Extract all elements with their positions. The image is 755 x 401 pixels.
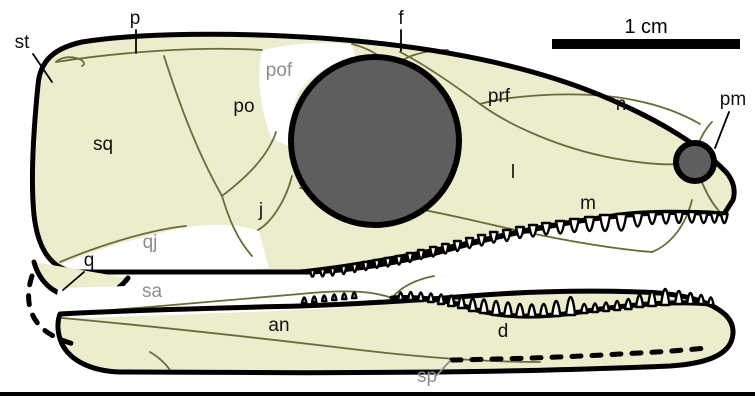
label-q: q bbox=[84, 250, 95, 271]
leader-sp bbox=[436, 360, 451, 376]
cranial-sutures bbox=[55, 43, 721, 263]
suture-supratemporal bbox=[55, 56, 85, 67]
label-sp: sp bbox=[417, 366, 437, 387]
label-prf: prf bbox=[488, 86, 511, 107]
label-qj: qj bbox=[143, 232, 158, 253]
suture-sp bbox=[149, 351, 171, 371]
scale-bar: 1 cm bbox=[552, 16, 740, 49]
suture-j-anterior bbox=[257, 175, 293, 231]
label-pof: pof bbox=[266, 60, 293, 81]
label-n: n bbox=[616, 94, 627, 115]
suture-sq-po bbox=[163, 55, 223, 197]
naris-opening bbox=[673, 140, 717, 184]
label-m: m bbox=[580, 193, 596, 214]
label-sq: sq bbox=[93, 134, 113, 155]
suture-po-post bbox=[221, 131, 277, 197]
reconstructed-margins bbox=[26, 273, 709, 363]
label-st: st bbox=[15, 32, 31, 53]
scale-bar-label: 1 cm bbox=[624, 16, 667, 38]
upper-tooth-row bbox=[308, 210, 729, 279]
orbit-opening bbox=[288, 54, 462, 228]
label-po: po bbox=[233, 96, 254, 117]
label-sa: sa bbox=[142, 281, 163, 302]
dashed-retroarticular-margin bbox=[26, 273, 77, 347]
label-leader-lines bbox=[32, 29, 730, 291]
leader-q bbox=[62, 271, 85, 291]
cranium-group bbox=[33, 34, 735, 301]
suture-sq-qj bbox=[59, 225, 187, 263]
suture-prf-n-l bbox=[399, 51, 693, 166]
label-p: p bbox=[130, 8, 141, 29]
label-leader-lines-grey bbox=[436, 360, 451, 376]
leader-pm bbox=[714, 111, 730, 149]
suture-po-j bbox=[221, 195, 253, 257]
bone-labels: st p sq pof po j qj q sa an f prf n l m … bbox=[15, 8, 747, 387]
dashed-splenial-margin bbox=[449, 345, 709, 363]
leader-st bbox=[32, 53, 53, 83]
label-l: l bbox=[511, 162, 515, 183]
label-an: an bbox=[268, 315, 289, 336]
suture-m-pm bbox=[651, 199, 693, 253]
scale-bar-rule bbox=[552, 39, 740, 49]
pof-white-patch bbox=[259, 42, 356, 149]
qj-white-patch bbox=[62, 224, 269, 274]
bottom-rule bbox=[0, 392, 755, 396]
lower-tooth-row bbox=[300, 287, 715, 319]
label-pm: pm bbox=[720, 89, 746, 110]
label-f: f bbox=[398, 8, 404, 29]
label-d: d bbox=[498, 321, 509, 342]
label-j: j bbox=[258, 200, 263, 221]
